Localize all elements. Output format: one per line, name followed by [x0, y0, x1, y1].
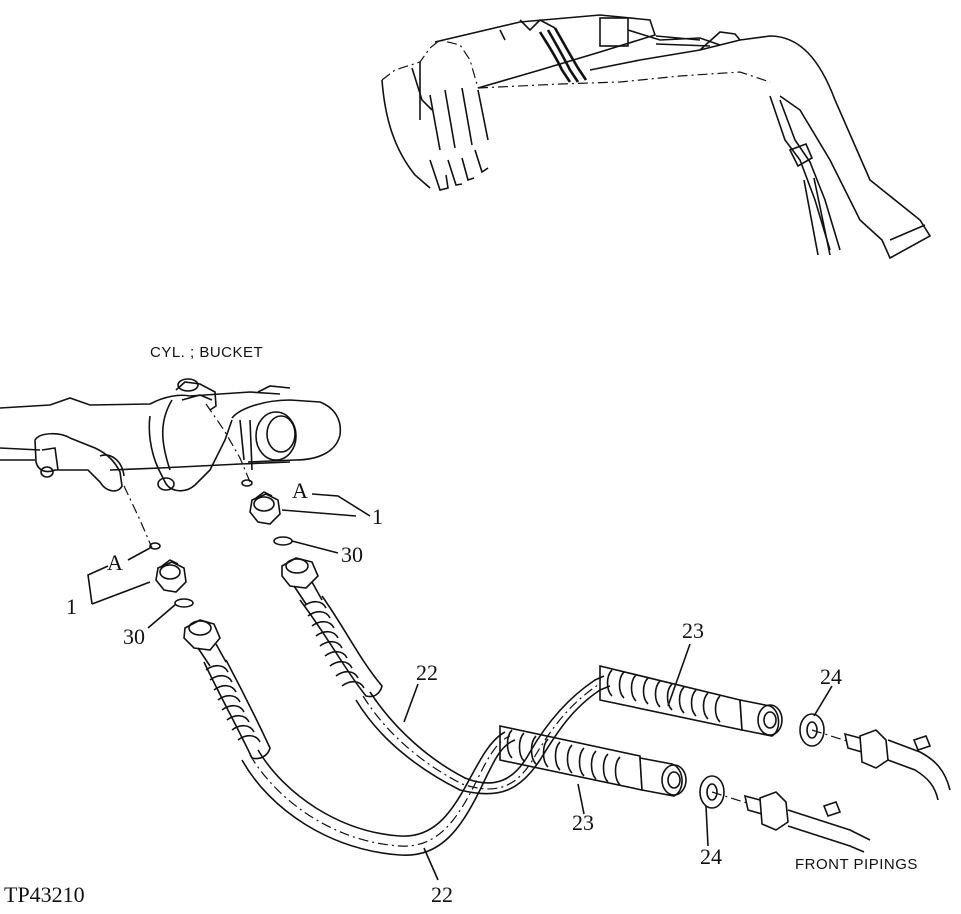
- fitting-label-lower: 1: [66, 594, 77, 619]
- front-pipings-label: FRONT PIPINGS: [795, 856, 918, 873]
- hose-end-lower: [499, 725, 687, 797]
- hose-lower: [183, 619, 516, 856]
- adapter-fitting-upper: [249, 491, 281, 525]
- fitting-label-upper: 1: [372, 504, 383, 529]
- excavator-front-overview: [381, 14, 932, 260]
- port-a-label-lower: A: [107, 550, 123, 575]
- figure-id: TP43210: [4, 882, 85, 907]
- hose-upper: [281, 557, 611, 795]
- o-ring-lower: [174, 598, 194, 608]
- o-ring-upper: [273, 536, 293, 546]
- leader-lines: [87, 493, 833, 881]
- o-ring-label-lower: 30: [123, 624, 145, 649]
- front-piping-upper: [811, 729, 951, 801]
- front-piping-lower: [711, 791, 871, 853]
- hose-end-label-lower: 23: [572, 810, 594, 835]
- washer-label-upper: 24: [820, 664, 842, 689]
- port-a-label-upper: A: [292, 478, 308, 503]
- bucket-cylinder: [0, 378, 342, 550]
- washer-label-lower: 24: [700, 844, 722, 869]
- cylinder-label: CYL. ; BUCKET: [150, 344, 263, 361]
- hose-label-upper: 22: [416, 660, 438, 685]
- adapter-fitting-lower: [155, 559, 187, 593]
- hose-end-label-upper: 23: [682, 618, 704, 643]
- o-ring-label-upper: 30: [341, 542, 363, 567]
- hose-end-upper: [599, 664, 783, 737]
- hose-label-lower: 22: [431, 882, 453, 907]
